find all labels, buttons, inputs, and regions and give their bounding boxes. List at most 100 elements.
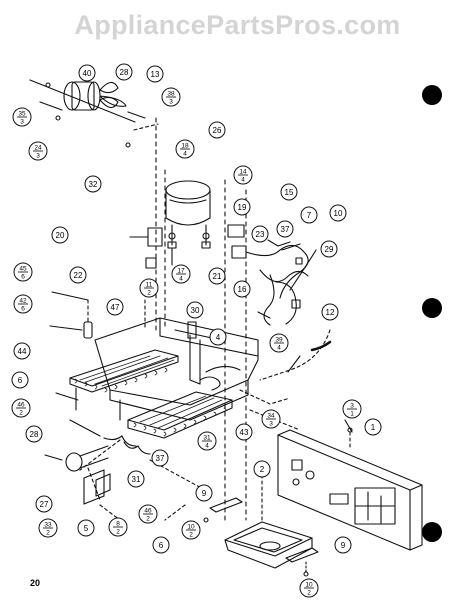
callout-quantity: 2 bbox=[146, 516, 150, 523]
callout-23: 23 bbox=[251, 225, 269, 243]
callout-number: 31 bbox=[203, 435, 211, 442]
callout-10: 10 bbox=[329, 204, 347, 222]
callout-33: 332 bbox=[38, 518, 58, 538]
callout-31: 31 bbox=[127, 470, 145, 488]
callout-5: 5 bbox=[77, 519, 95, 537]
callout-8: 82 bbox=[108, 517, 128, 537]
callout-quantity: 3 bbox=[169, 99, 173, 106]
callout-circle bbox=[51, 226, 69, 244]
callout-quantity: 4 bbox=[179, 276, 183, 283]
callout-11: 112 bbox=[139, 278, 159, 298]
callout-quantity: 4 bbox=[205, 443, 209, 450]
condenser-fan bbox=[65, 445, 109, 501]
callout-number: 7 bbox=[307, 211, 312, 220]
callout-number: 10 bbox=[334, 209, 343, 218]
callout-3: 31 bbox=[342, 399, 362, 419]
callout-32: 32 bbox=[84, 175, 102, 193]
callout-number: 38 bbox=[167, 91, 175, 98]
callout-circle bbox=[151, 449, 169, 467]
callout-circle bbox=[276, 220, 294, 238]
callout-6: 6 bbox=[11, 371, 29, 389]
callout-circle bbox=[78, 64, 96, 82]
callout-34: 343 bbox=[261, 409, 281, 429]
callout-number: 9 bbox=[341, 541, 346, 550]
callout-circle bbox=[208, 121, 226, 139]
callout-number: 1 bbox=[371, 423, 376, 432]
callout-29: 29 bbox=[320, 240, 338, 258]
callout-46: 462 bbox=[11, 398, 31, 418]
callout-number: 37 bbox=[281, 225, 290, 234]
drain-hose bbox=[123, 441, 151, 455]
page-number: 20 bbox=[30, 578, 41, 588]
callout-circle bbox=[334, 536, 352, 554]
callout-quantity: 2 bbox=[189, 532, 193, 539]
relay-bracket bbox=[129, 227, 163, 269]
callout-circle bbox=[251, 225, 269, 243]
callout-circle bbox=[146, 65, 164, 83]
callout-number: 14 bbox=[239, 169, 247, 176]
callout-30: 30 bbox=[186, 301, 204, 319]
callout-number: 5 bbox=[84, 524, 89, 533]
callout-number: 40 bbox=[83, 69, 92, 78]
callout-circle bbox=[280, 183, 298, 201]
callout-circle bbox=[77, 519, 95, 537]
callout-45: 456 bbox=[13, 262, 33, 282]
callout-quantity: 4 bbox=[183, 151, 187, 158]
callout-number: 11 bbox=[146, 282, 153, 289]
callout-35: 353 bbox=[12, 107, 32, 127]
callout-number: 29 bbox=[325, 245, 334, 254]
callout-13: 13 bbox=[146, 65, 164, 83]
callout-quantity: 2 bbox=[46, 530, 50, 537]
callout-10: 102 bbox=[181, 520, 201, 540]
callout-number: 20 bbox=[56, 231, 65, 240]
callout-number: 15 bbox=[285, 188, 294, 197]
callout-number: 39 bbox=[275, 337, 283, 344]
callout-number: 6 bbox=[18, 376, 23, 385]
callout-number: 24 bbox=[34, 145, 42, 152]
fan-bracket bbox=[83, 435, 137, 505]
callout-number: 18 bbox=[181, 143, 189, 150]
callout-number: 45 bbox=[19, 266, 27, 273]
registration-mark bbox=[422, 522, 442, 542]
callout-7: 7 bbox=[300, 206, 318, 224]
callout-37: 37 bbox=[276, 220, 294, 238]
callout-46: 462 bbox=[138, 504, 158, 524]
callout-16: 16 bbox=[233, 280, 251, 298]
callout-4: 4 bbox=[209, 328, 227, 346]
callout-quantity: 6 bbox=[21, 274, 25, 281]
callout-quantity: 2 bbox=[19, 410, 23, 417]
callout-quantity: 2 bbox=[116, 529, 120, 536]
callout-40: 40 bbox=[78, 64, 96, 82]
callout-number: 23 bbox=[256, 230, 265, 239]
callout-circle bbox=[69, 266, 87, 284]
callout-quantity: 3 bbox=[20, 119, 24, 126]
callout-circle bbox=[300, 206, 318, 224]
callout-quantity: 3 bbox=[269, 421, 273, 428]
callout-38: 383 bbox=[161, 87, 181, 107]
control-panel bbox=[277, 427, 423, 551]
callout-number: 9 bbox=[202, 489, 207, 498]
callout-number: 43 bbox=[240, 428, 249, 437]
callout-circle bbox=[127, 470, 145, 488]
callout-number: 44 bbox=[18, 347, 27, 356]
callout-43: 43 bbox=[235, 423, 253, 441]
watermark-text: AppliancePartsPros.com bbox=[74, 10, 401, 40]
support-strap bbox=[189, 334, 201, 385]
callout-9: 9 bbox=[195, 484, 213, 502]
callout-number: 4 bbox=[216, 333, 221, 342]
callout-circle bbox=[195, 484, 213, 502]
callout-number: 12 bbox=[326, 308, 335, 317]
drip-tray bbox=[224, 474, 313, 569]
callout-6: 6 bbox=[152, 536, 170, 554]
callout-24: 243 bbox=[28, 141, 48, 161]
callout-14: 144 bbox=[233, 165, 253, 185]
callout-9: 9 bbox=[334, 536, 352, 554]
base-pan bbox=[94, 317, 259, 421]
callout-44: 44 bbox=[13, 342, 31, 360]
callout-quantity: 2 bbox=[147, 290, 151, 297]
callout-number: 47 bbox=[111, 303, 120, 312]
callout-number: 17 bbox=[177, 268, 185, 275]
callout-15: 15 bbox=[280, 183, 298, 201]
